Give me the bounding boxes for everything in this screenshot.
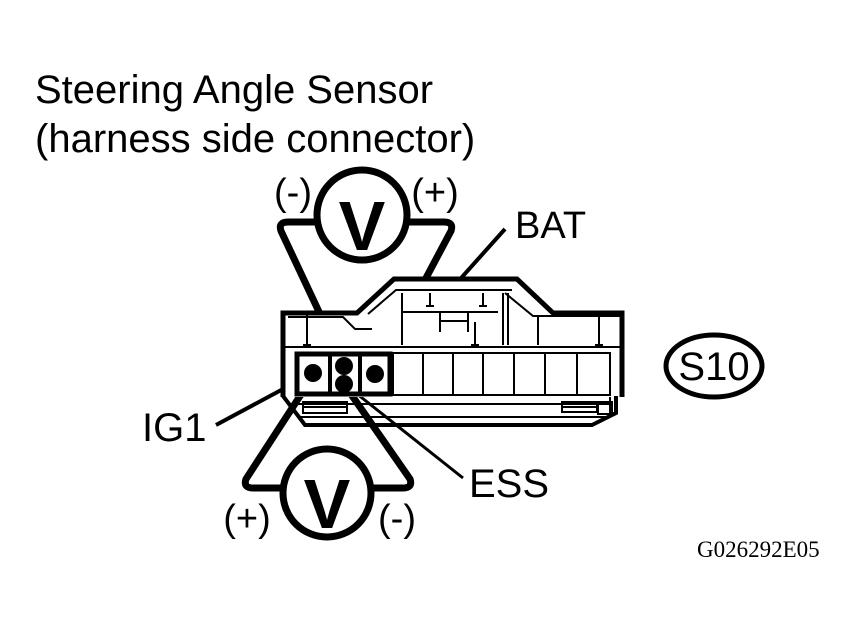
connector-bottom-lip xyxy=(281,394,618,427)
pin-ig1-dot xyxy=(304,364,322,382)
top-meter-positive-lead xyxy=(372,218,456,374)
bottom-meter-negative-label: (-) xyxy=(378,498,416,540)
pin-bat-dot xyxy=(366,365,384,383)
pin-ess-lower-probe-dot xyxy=(335,375,353,393)
connector-code-badge: S10 xyxy=(663,332,765,400)
page-title-line1: Steering Angle Sensor xyxy=(35,68,433,112)
bottom-voltmeter-symbol: V xyxy=(304,465,351,543)
bottom-meter-positive-label: (+) xyxy=(223,498,271,540)
bottom-meter-positive-lead xyxy=(241,374,316,492)
figure-code: G026292E05 xyxy=(697,537,820,562)
connector-inner-detail xyxy=(285,289,620,418)
ess-label: ESS xyxy=(469,462,549,506)
bottom-voltmeter-icon xyxy=(279,445,375,541)
top-meter-positive-label: (+) xyxy=(411,172,459,214)
bottom-meter-negative-lead xyxy=(343,385,415,492)
bat-label: BAT xyxy=(515,205,586,247)
connector-code-oval xyxy=(663,332,765,400)
top-meter-negative-label: (-) xyxy=(274,172,312,214)
connector-code-label: S10 xyxy=(678,345,749,389)
top-voltmeter-symbol: V xyxy=(339,187,386,265)
ig1-label: IG1 xyxy=(142,406,206,450)
bottom-voltmeter: V (+) (-) xyxy=(223,445,416,543)
pin-ess-upper-probe-dot xyxy=(335,357,353,375)
top-voltmeter-icon xyxy=(313,166,411,264)
connector-housing-outline xyxy=(280,276,625,397)
connector-drawing xyxy=(280,276,625,427)
top-meter-negative-lead xyxy=(276,218,348,367)
highlighted-terminal-box xyxy=(294,351,393,397)
top-voltmeter: V (-) (+) xyxy=(274,166,459,265)
page-title-line2: (harness side connector) xyxy=(35,117,475,161)
ess-leader-line xyxy=(346,384,464,480)
